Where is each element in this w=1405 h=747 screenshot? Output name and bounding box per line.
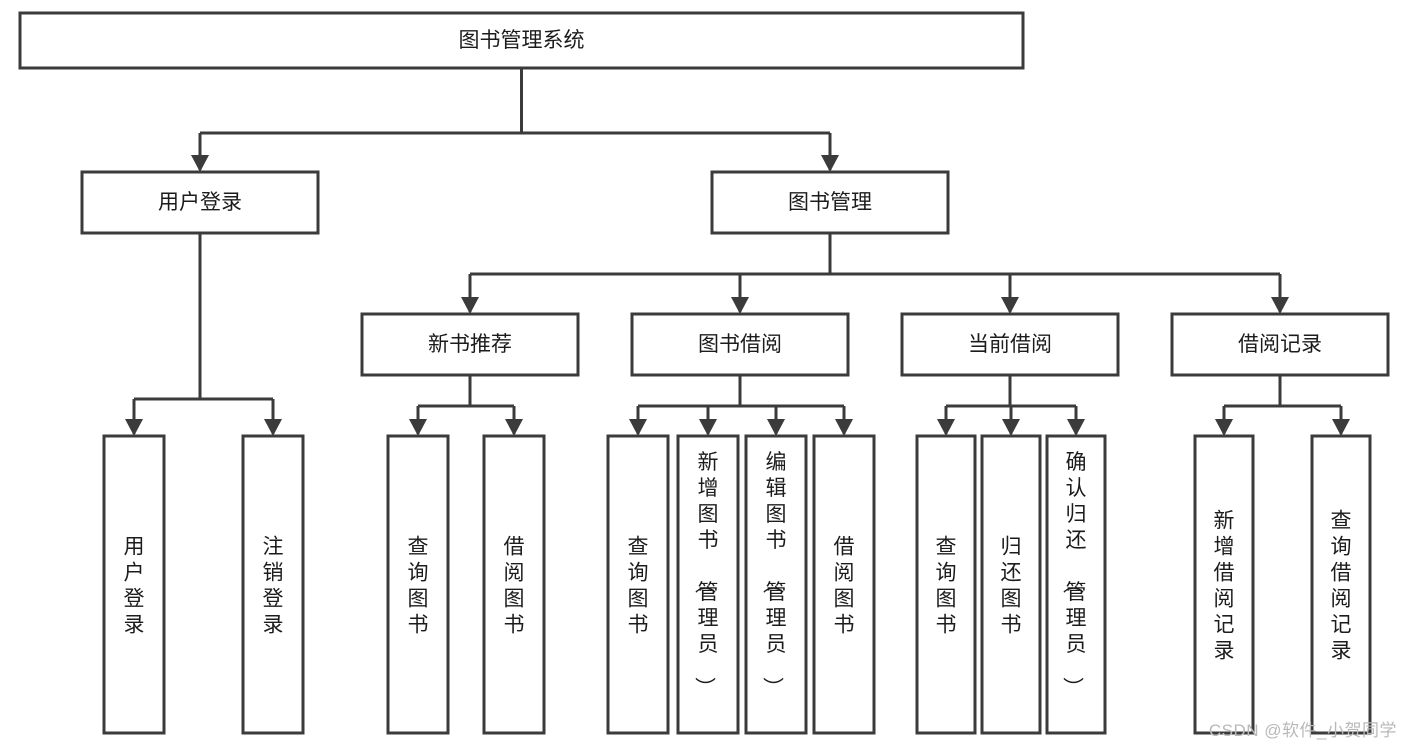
node-leaf-borrow-book[interactable]: 借阅图书 [812, 434, 876, 735]
node-root-label: 图书管理系统 [459, 29, 585, 52]
node-root[interactable]: 图书管理系统 [18, 11, 1025, 70]
arrow-head-icon [461, 297, 479, 314]
arrow-head-icon [1271, 297, 1289, 314]
arrow-head-icon [1002, 419, 1020, 436]
node-leaf-query-record-box [1310, 434, 1372, 735]
node-new-book-recommend[interactable]: 新书推荐 [360, 312, 580, 377]
arrow-head-icon [821, 155, 839, 172]
node-user-login-label: 用户登录 [158, 191, 242, 214]
node-leaf-query-book-current-box [915, 434, 977, 735]
node-leaf-query-book-borrow-label: 查询图书 [628, 535, 649, 636]
node-current-borrow[interactable]: 当前借阅 [900, 312, 1120, 377]
node-leaf-query-book-current[interactable]: 查询图书 [915, 434, 977, 735]
node-current-borrow-label: 当前借阅 [968, 333, 1052, 356]
node-leaf-add-record-box [1193, 434, 1255, 735]
node-leaf-borrow-book-box [812, 434, 876, 735]
node-book-manage-label: 图书管理 [788, 191, 872, 214]
arrow-head-icon [731, 297, 749, 314]
node-current-borrow-box [900, 312, 1120, 377]
node-book-borrow-box [630, 312, 850, 377]
node-leaf-borrow-book-rec-box [482, 434, 546, 735]
node-root-box [18, 11, 1025, 70]
node-user-login[interactable]: 用户登录 [80, 170, 320, 235]
node-book-manage[interactable]: 图书管理 [710, 170, 950, 235]
node-book-borrow-label: 图书借阅 [698, 333, 782, 356]
arrow-head-icon [409, 419, 427, 436]
node-leaf-borrow-book-rec[interactable]: 借阅图书 [482, 434, 546, 735]
node-leaf-add-book[interactable]: 新增图书（管理员） [676, 434, 740, 735]
arrow-head-icon [505, 419, 523, 436]
csdn-watermark: CSDN @软件_小贺同学 [1208, 721, 1397, 740]
node-book-borrow[interactable]: 图书借阅 [630, 312, 850, 377]
node-leaf-query-book-rec[interactable]: 查询图书 [386, 434, 450, 735]
node-leaf-edit-book-box [744, 434, 808, 735]
diagram-nodes: 图书管理系统用户登录图书管理新书推荐图书借阅当前借阅借阅记录用户登录注销登录查询… [18, 11, 1390, 735]
node-leaf-borrow-book-rec-label: 借阅图书 [504, 535, 525, 636]
node-leaf-add-book-label: 新增图书（管理员） [693, 451, 719, 698]
node-leaf-borrow-book-label: 借阅图书 [834, 535, 855, 636]
node-leaf-user-login[interactable]: 用户登录 [102, 434, 166, 735]
node-leaf-query-book-rec-label: 查询图书 [408, 535, 429, 636]
arrow-head-icon [1067, 419, 1085, 436]
node-leaf-query-record-label: 查询借阅记录 [1331, 509, 1352, 662]
node-new-book-recommend-box [360, 312, 580, 377]
node-borrow-record-box [1170, 312, 1390, 377]
node-new-book-recommend-label: 新书推荐 [428, 333, 512, 356]
node-leaf-return-book-label: 归还图书 [1001, 535, 1022, 636]
arrow-head-icon [629, 419, 647, 436]
node-leaf-query-book-borrow-box [606, 434, 670, 735]
arrow-head-icon [191, 155, 209, 172]
arrow-head-icon [1001, 297, 1019, 314]
node-leaf-add-record[interactable]: 新增借阅记录 [1193, 434, 1255, 735]
node-borrow-record[interactable]: 借阅记录 [1170, 312, 1390, 377]
node-leaf-user-login-label: 用户登录 [124, 535, 145, 636]
node-leaf-add-record-label: 新增借阅记录 [1214, 509, 1235, 662]
arrow-head-icon [835, 419, 853, 436]
node-leaf-logout-label: 注销登录 [263, 535, 284, 636]
node-leaf-confirm-return-label: 确认归还（管理员） [1061, 451, 1087, 698]
node-book-manage-box [710, 170, 950, 235]
node-leaf-query-book-current-label: 查询图书 [936, 535, 957, 636]
arrow-head-icon [1332, 419, 1350, 436]
node-leaf-add-book-box [676, 434, 740, 735]
node-leaf-edit-book-label: 编辑图书（管理员） [761, 451, 787, 698]
node-borrow-record-label: 借阅记录 [1238, 333, 1322, 356]
arrow-head-icon [767, 419, 785, 436]
node-leaf-return-book[interactable]: 归还图书 [980, 434, 1042, 735]
node-leaf-query-book-borrow[interactable]: 查询图书 [606, 434, 670, 735]
arrow-head-icon [1215, 419, 1233, 436]
node-leaf-return-book-box [980, 434, 1042, 735]
node-leaf-query-record[interactable]: 查询借阅记录 [1310, 434, 1372, 735]
arrow-head-icon [699, 419, 717, 436]
node-leaf-edit-book[interactable]: 编辑图书（管理员） [744, 434, 808, 735]
node-leaf-logout[interactable]: 注销登录 [241, 434, 305, 735]
arrow-head-icon [264, 419, 282, 436]
node-leaf-logout-box [241, 434, 305, 735]
arrow-head-icon [937, 419, 955, 436]
node-user-login-box [80, 170, 320, 235]
node-leaf-user-login-box [102, 434, 166, 735]
node-leaf-query-book-rec-box [386, 434, 450, 735]
arrow-head-icon [125, 419, 143, 436]
node-leaf-confirm-return[interactable]: 确认归还（管理员） [1045, 434, 1107, 735]
node-leaf-confirm-return-box [1045, 434, 1107, 735]
connector-lines [125, 68, 1350, 436]
